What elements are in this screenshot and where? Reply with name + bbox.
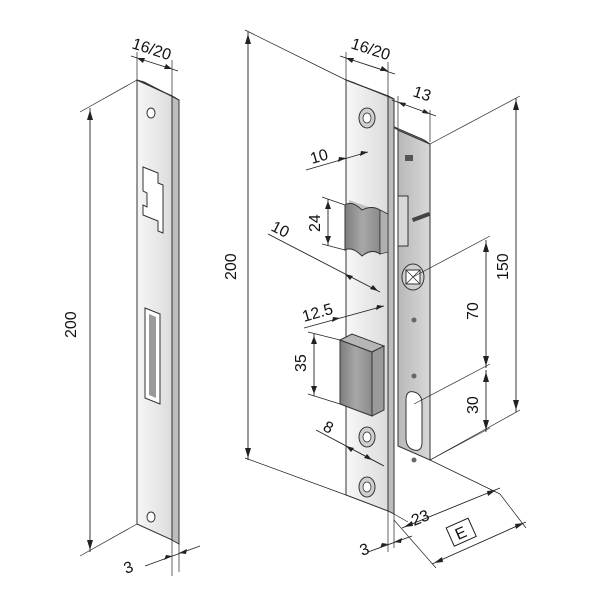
lock-case-pin-lower <box>411 373 417 379</box>
keyhole-end-distance-label: 30 <box>465 396 482 414</box>
spindle-keyhole-distance-dimension: 70 <box>412 235 491 405</box>
strike-plate-thickness-label: 3 <box>122 559 136 578</box>
strike-plate-width-label: 16/20 <box>130 36 173 65</box>
faceplate-screw-hole-bottom <box>358 476 376 498</box>
deadbolt-projection-label: 12.5 <box>300 301 335 326</box>
latch-height-dimension: 24 <box>307 196 346 251</box>
lock-case-pin-upper <box>411 317 417 323</box>
case-depth-dimension: 13 <box>391 84 437 142</box>
latch-projection-dimension: 10 <box>305 147 369 171</box>
latch-height-label: 24 <box>307 214 324 232</box>
strike-plate-edge <box>171 95 180 545</box>
latch-offset-label: 10 <box>268 218 292 241</box>
backset-variable-dimension: E <box>393 493 527 569</box>
lock-case-slot <box>405 155 413 161</box>
latch-offset-dimension: 10 <box>267 218 381 293</box>
faceplate-edge <box>387 95 395 515</box>
deadbolt-height-label: 35 <box>293 354 310 372</box>
backset-dimension: 23 <box>393 459 501 530</box>
latch-bolt <box>344 202 389 257</box>
faceplate-screw-hole-middle <box>358 426 376 448</box>
deadbolt <box>338 333 386 417</box>
strike-plate-length-dimension: 200 <box>63 79 138 557</box>
keyhole-slot <box>405 391 423 451</box>
lock-body <box>338 79 431 515</box>
strike-plate-thickness-dimension: 3 <box>122 540 201 578</box>
lock-case-pin-bottom <box>411 457 417 463</box>
strike-plate-length-label: 200 <box>63 311 80 338</box>
faceplate-thickness-label: 3 <box>358 541 372 560</box>
backset-label: 23 <box>409 507 432 529</box>
faceplate-thickness-dimension: 3 <box>358 511 413 560</box>
case-length-dimension: 150 <box>429 95 521 461</box>
strike-plate-screw-hole-bottom <box>146 511 156 523</box>
strike-plate-face <box>136 79 173 541</box>
strike-plate-screw-hole-top <box>146 107 156 119</box>
strike-plate <box>136 79 180 545</box>
overall-length-label: 200 <box>223 253 240 280</box>
faceplate-top-edge <box>345 79 395 100</box>
strike-plate-top-edge <box>136 79 180 101</box>
spindle-keyhole-distance-label: 70 <box>465 302 482 320</box>
deadbolt-offset-label: 8 <box>320 418 336 437</box>
latch-projection-label: 10 <box>308 147 330 168</box>
case-depth-label: 13 <box>411 84 433 106</box>
faceplate-screw-hole-top <box>358 107 376 129</box>
faceplate-width-label: 16/20 <box>349 36 392 65</box>
strike-plate-latch-opening <box>142 166 164 234</box>
keyhole-end-distance-dimension: 30 <box>429 370 491 461</box>
backset-variable-box: E <box>445 517 477 547</box>
case-length-label: 150 <box>495 253 512 280</box>
latch-window <box>397 195 409 247</box>
overall-length-dimension: 200 <box>223 29 347 496</box>
deadbolt-height-dimension: 35 <box>293 331 341 405</box>
lock-case-lever-slot <box>411 212 431 222</box>
